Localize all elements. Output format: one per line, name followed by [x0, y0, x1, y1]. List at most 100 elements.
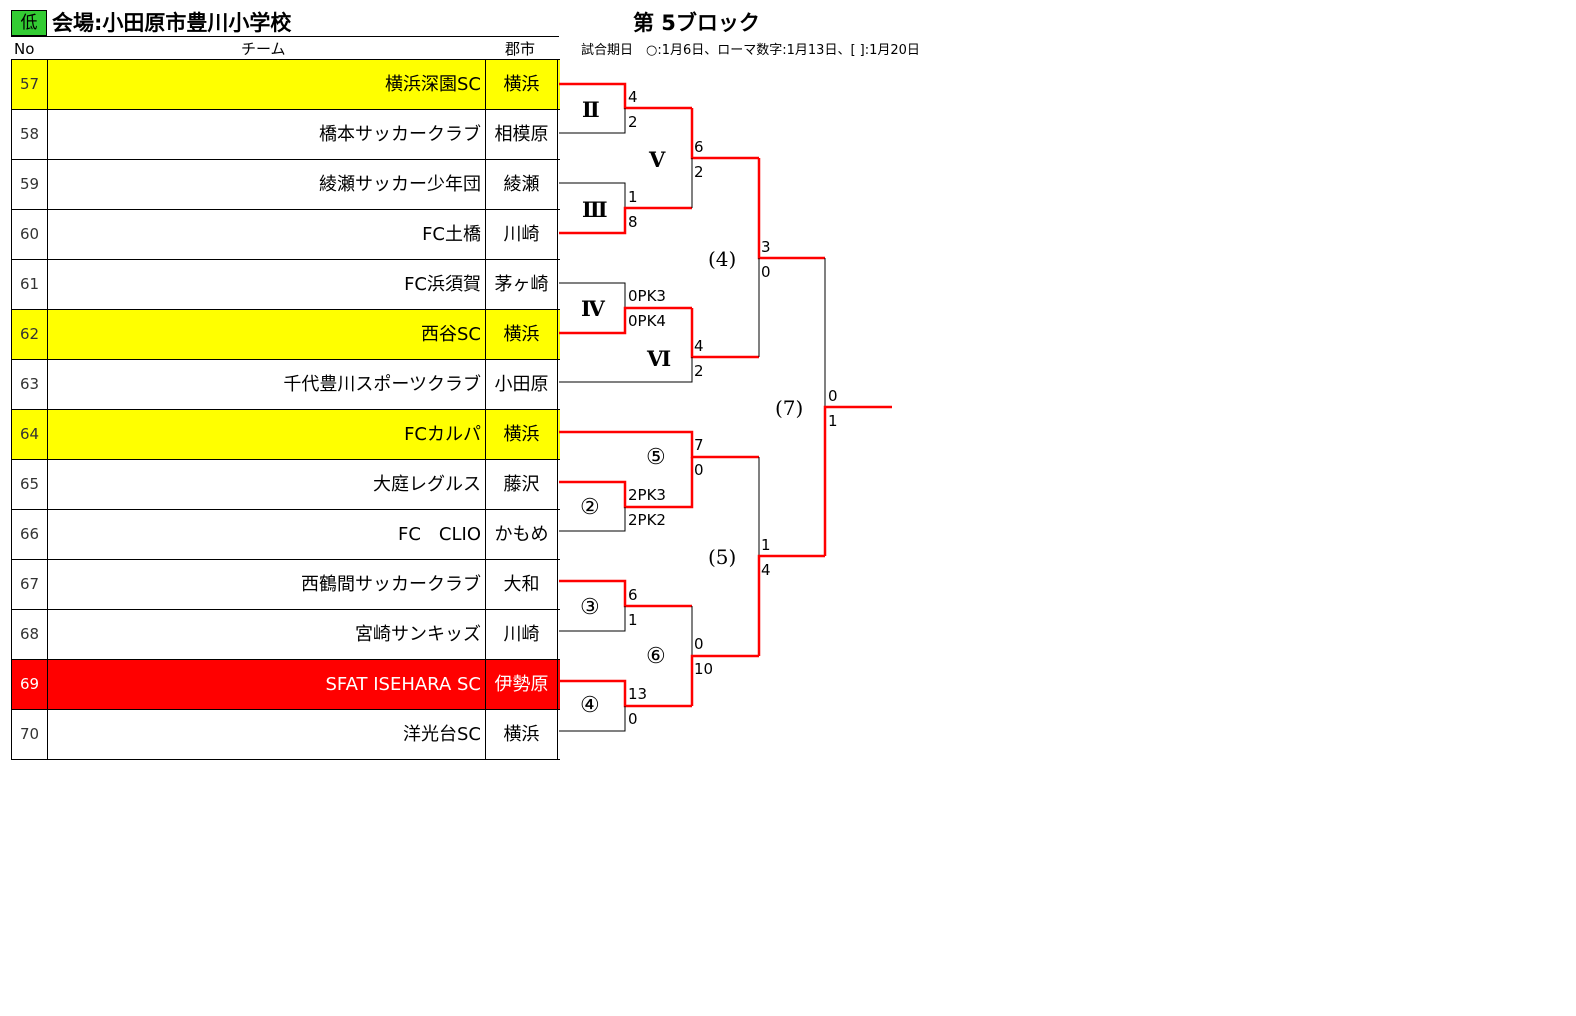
score-m2-top: 4 [628, 88, 638, 106]
score-c2-top: 2PK3 [628, 486, 666, 504]
score-c3-top: 6 [628, 586, 638, 604]
bracket-line-69 [559, 679, 692, 708]
team-number: 69 [12, 660, 48, 709]
team-number: 70 [12, 710, 48, 759]
team-city: 横浜 [486, 710, 558, 759]
score-p5-top: 1 [761, 536, 771, 554]
bracket-line-57 [559, 82, 692, 110]
bracket-line-67 [559, 579, 692, 608]
team-name: 大庭レグルス [48, 460, 486, 509]
score-m3-bottom: 8 [628, 213, 638, 231]
score-c4-bottom: 0 [628, 710, 638, 728]
score-m2-bottom: 2 [628, 113, 638, 131]
team-number: 63 [12, 360, 48, 409]
team-city: 横浜 [486, 60, 558, 109]
team-number: 58 [12, 110, 48, 159]
team-city: 横浜 [486, 410, 558, 459]
team-name: 橋本サッカークラブ [48, 110, 486, 159]
score-m5-top: 6 [694, 138, 704, 156]
team-city: 大和 [486, 560, 558, 609]
sheet-header: 低 会場:小田原市豊川小学校 第 5ブロック 試合期日 ○:1月6日、ローマ数字… [0, 0, 1576, 60]
bracket-line-70 [559, 706, 626, 732]
category-badge: 低 [11, 10, 47, 36]
team-number: 67 [12, 560, 48, 609]
match-label-paren-4: (4) [708, 247, 737, 271]
score-p7-bottom: 1 [828, 412, 838, 430]
match-label-2: Ⅱ [582, 97, 600, 122]
match-label-circle-4: ④ [580, 693, 600, 718]
team-city: かもめ [486, 510, 558, 559]
bracket-line-64 [559, 430, 759, 459]
match-label-circle-3: ③ [580, 595, 600, 620]
score-c2-bottom: 2PK2 [628, 511, 666, 529]
bracket-line-65 [559, 457, 694, 509]
bracket-line-61 [559, 282, 626, 308]
team-city: 川崎 [486, 210, 558, 259]
team-city: 横浜 [486, 310, 558, 359]
score-p5-bottom: 4 [761, 561, 771, 579]
team-city: 藤沢 [486, 460, 558, 509]
score-c3-bottom: 1 [628, 611, 638, 629]
bracket-line-58 [559, 108, 626, 134]
match-dates-note: 試合期日 ○:1月6日、ローマ数字:1月13日、[ ]:1月20日 [581, 43, 920, 58]
match-label-4: Ⅳ [581, 296, 605, 321]
score-m3-top: 1 [628, 188, 638, 206]
match-label-5: Ⅴ [649, 147, 666, 172]
bracket-line-63 [559, 357, 693, 383]
match-label-paren-5: (5) [708, 545, 737, 569]
column-header-city: 郡市 [505, 40, 536, 58]
bracket-line-p7-bottom [823, 405, 892, 556]
score-m4-top: 0PK3 [628, 287, 666, 305]
score-c5-bottom: 0 [694, 461, 704, 479]
team-number: 60 [12, 210, 48, 259]
team-city: 伊勢原 [486, 660, 558, 709]
team-name: 西谷SC [48, 310, 486, 359]
team-number: 66 [12, 510, 48, 559]
team-name: 横浜深園SC [48, 60, 486, 109]
team-name: FC CLIO [48, 510, 486, 559]
team-name: 千代豊川スポーツクラブ [48, 360, 486, 409]
team-name: 西鶴間サッカークラブ [48, 560, 486, 609]
team-name: SFAT ISEHARA SC [48, 660, 486, 709]
score-p7-top: 0 [828, 387, 838, 405]
match-label-paren-7: (7) [775, 396, 804, 420]
team-number: 59 [12, 160, 48, 209]
bracket-line-68 [559, 606, 626, 632]
team-name: 洋光台SC [48, 710, 486, 759]
bracket-line-60 [559, 206, 692, 235]
column-header-no: No [14, 40, 35, 58]
team-name: FCカルパ [48, 410, 486, 459]
header-divider [11, 36, 559, 37]
score-c6-bottom: 10 [694, 660, 714, 678]
bracket-line-59 [559, 182, 626, 208]
score-m5-bottom: 2 [694, 163, 704, 181]
team-city: 綾瀬 [486, 160, 558, 209]
venue-title: 会場:小田原市豊川小学校 [52, 11, 292, 35]
match-label-3: Ⅲ [582, 197, 608, 222]
team-number: 64 [12, 410, 48, 459]
team-number: 57 [12, 60, 48, 109]
bracket-line-62 [559, 306, 692, 335]
bracket-line-66 [559, 507, 626, 532]
team-name: 綾瀬サッカー少年団 [48, 160, 486, 209]
score-m6-bottom: 2 [694, 362, 704, 380]
match-label-circle-5: ⑤ [646, 445, 666, 470]
team-name: 宮崎サンキッズ [48, 610, 486, 659]
block-title: 第 5ブロック [633, 11, 760, 35]
match-label-6: Ⅵ [647, 346, 672, 371]
team-name: FC浜須賀 [48, 260, 486, 309]
score-c6-top: 0 [694, 635, 704, 653]
